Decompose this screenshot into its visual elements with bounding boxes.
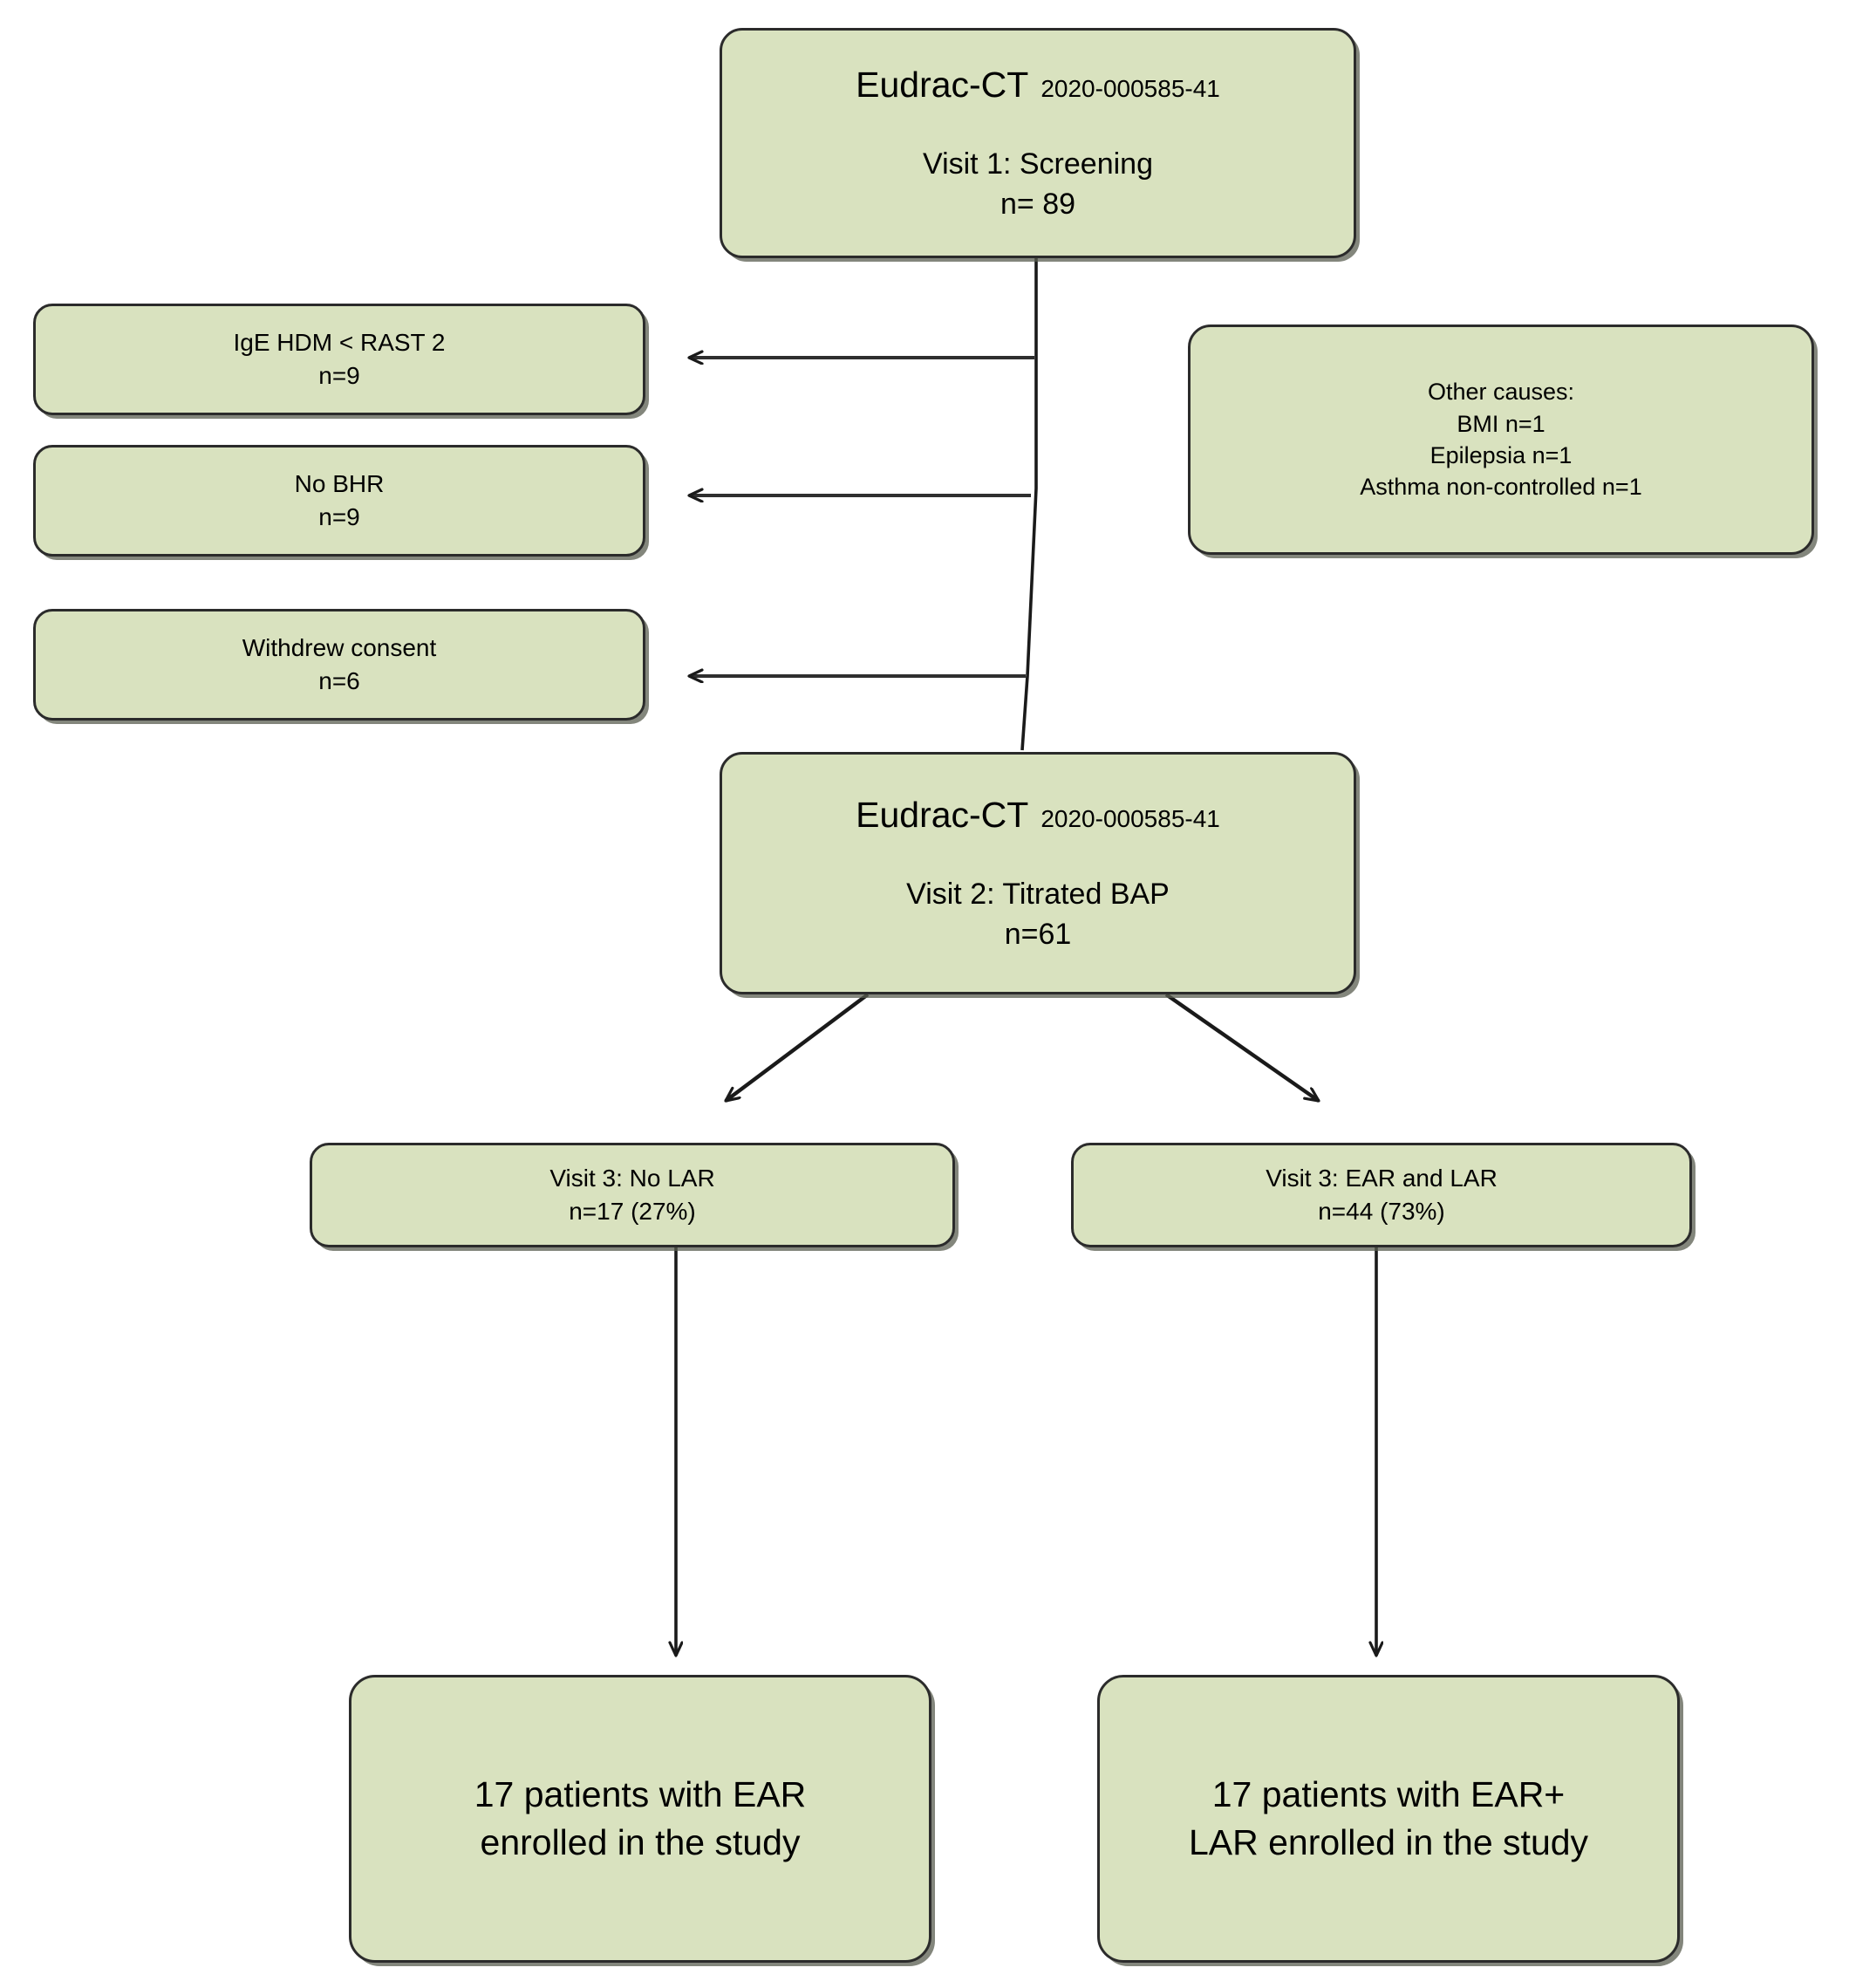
node-exclusion-no-bhr[interactable]: No BHR n=9 <box>33 445 645 557</box>
visit1-title-row: Eudrac-CT 2020-000585-41 <box>856 61 1220 109</box>
node-exclusion-withdrew-consent[interactable]: Withdrew consent n=6 <box>33 609 645 721</box>
excl-consent-reason: Withdrew consent <box>242 634 437 662</box>
other-causes-epilepsia: Epilepsia n=1 <box>1429 442 1573 468</box>
node-exclusion-ige-hdm[interactable]: IgE HDM < RAST 2 n=9 <box>33 304 645 415</box>
enrolled-ear-line1: 17 patients with EAR <box>474 1773 807 1814</box>
visit1-n-line: n= 89 <box>1000 187 1076 221</box>
edge-visit2-to-visit3-earlar <box>1164 993 1319 1103</box>
visit3-nolar-n-line: n=17 (27%) <box>569 1198 696 1225</box>
visit3-nolar-visit-line: Visit 3: No LAR <box>549 1165 715 1192</box>
enrolled-earlar-line2: LAR enrolled in the study <box>1188 1822 1589 1862</box>
other-causes-asthma: Asthma non-controlled n=1 <box>1360 474 1642 501</box>
excl-consent-n: n=6 <box>318 667 360 694</box>
node-visit1-screening[interactable]: Eudrac-CT 2020-000585-41 Visit 1: Screen… <box>720 28 1356 258</box>
visit1-trial-label: Eudrac-CT <box>856 65 1029 106</box>
visit2-title-row: Eudrac-CT 2020-000585-41 <box>856 791 1220 839</box>
visit2-n-line: n=61 <box>1004 917 1072 951</box>
visit2-visit-line: Visit 2: Titrated BAP <box>906 877 1170 911</box>
excl-bhr-n: n=9 <box>318 503 360 530</box>
visit2-trial-id: 2020-000585-41 <box>1040 805 1220 833</box>
visit1-trial-id: 2020-000585-41 <box>1040 75 1220 103</box>
other-causes-header: Other causes: <box>1427 379 1575 406</box>
node-enrolled-ear[interactable]: 17 patients with EAR enrolled in the stu… <box>349 1675 931 1963</box>
enrolled-ear-line2: enrolled in the study <box>480 1822 801 1862</box>
node-visit2-titrated-bap[interactable]: Eudrac-CT 2020-000585-41 Visit 2: Titrat… <box>720 752 1356 994</box>
enrolled-earlar-line1: 17 patients with EAR+ <box>1211 1773 1566 1814</box>
excl-ige-n: n=9 <box>318 362 360 389</box>
other-causes-bmi: BMI n=1 <box>1457 410 1545 437</box>
edge-visit2-to-visit3-nolar <box>726 993 870 1103</box>
visit3-earlar-visit-line: Visit 3: EAR and LAR <box>1266 1165 1498 1192</box>
visit1-visit-line: Visit 1: Screening <box>923 147 1153 181</box>
node-visit3-ear-and-lar[interactable]: Visit 3: EAR and LAR n=44 (73%) <box>1071 1143 1692 1247</box>
visit3-earlar-n-line: n=44 (73%) <box>1318 1198 1445 1225</box>
node-visit3-no-lar[interactable]: Visit 3: No LAR n=17 (27%) <box>310 1143 955 1247</box>
visit2-trial-label: Eudrac-CT <box>856 795 1029 836</box>
node-exclusion-other-causes[interactable]: Other causes: BMI n=1 Epilepsia n=1 Asth… <box>1188 325 1814 555</box>
excl-ige-reason: IgE HDM < RAST 2 <box>233 329 446 357</box>
node-enrolled-ear-lar[interactable]: 17 patients with EAR+ LAR enrolled in th… <box>1097 1675 1680 1963</box>
edge-visit1-to-visit2 <box>1020 258 1038 751</box>
excl-bhr-reason: No BHR <box>294 470 385 498</box>
